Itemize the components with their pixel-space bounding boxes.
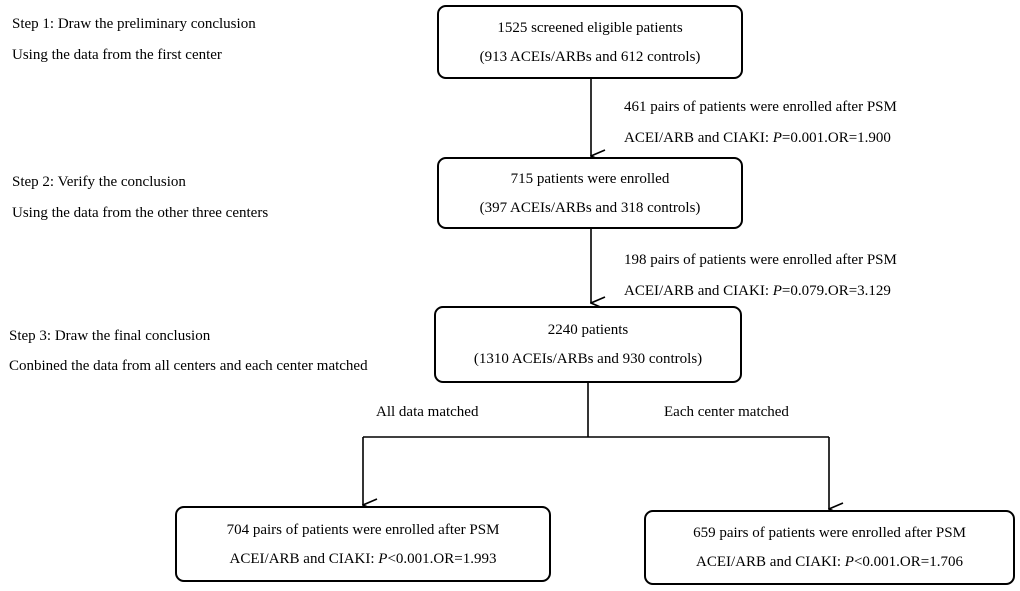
step3-title: Step 3: Draw the final conclusion [9,328,211,344]
all-data-psm-pairs: 704 pairs of patients were enrolled afte… [226,521,500,538]
each-center-psm-result: ACEI/ARB and CIAKI: P<0.001.OR=1.706 [696,554,963,570]
branch-label-each-center: Each center matched [664,404,789,420]
branch-label-all-data: All data matched [376,404,479,420]
all-data-matched-result-box: 704 pairs of patients were enrolled afte… [175,506,551,582]
combined-patients-count: 2240 patients [547,322,629,338]
each-center-matched-result-box: 659 pairs of patients were enrolled afte… [644,510,1015,585]
screened-patients-breakdown: (913 ACEIs/ARBs and 612 controls) [479,48,701,65]
step2-description: Using the data from the other three cent… [12,205,269,221]
psm-result-step2: ACEI/ARB and CIAKI: P=0.079.OR=3.129 [624,283,891,299]
enrolled-patients-count: 715 patients were enrolled [510,170,670,187]
psm-result-step1: ACEI/ARB and CIAKI: P=0.001.OR=1.900 [624,130,891,146]
combined-patients-box: 2240 patients (1310 ACEIs/ARBs and 930 c… [434,306,742,383]
all-data-psm-result: ACEI/ARB and CIAKI: P<0.001.OR=1.993 [229,550,497,567]
step1-description: Using the data from the first center [12,47,222,63]
step2-title: Step 2: Verify the conclusion [12,174,186,190]
each-center-psm-pairs: 659 pairs of patients were enrolled afte… [693,525,966,541]
screened-patients-box: 1525 screened eligible patients (913 ACE… [437,5,743,79]
step3-description: Conbined the data from all centers and e… [9,358,368,374]
screened-patients-count: 1525 screened eligible patients [497,19,683,36]
combined-patients-breakdown: (1310 ACEIs/ARBs and 930 controls) [473,351,703,367]
enrolled-patients-breakdown: (397 ACEIs/ARBs and 318 controls) [479,199,701,216]
psm-pairs-step2: 198 pairs of patients were enrolled afte… [624,252,897,268]
step1-title: Step 1: Draw the preliminary conclusion [12,16,256,32]
enrolled-patients-box: 715 patients were enrolled (397 ACEIs/AR… [437,157,743,229]
psm-pairs-step1: 461 pairs of patients were enrolled afte… [624,99,897,115]
